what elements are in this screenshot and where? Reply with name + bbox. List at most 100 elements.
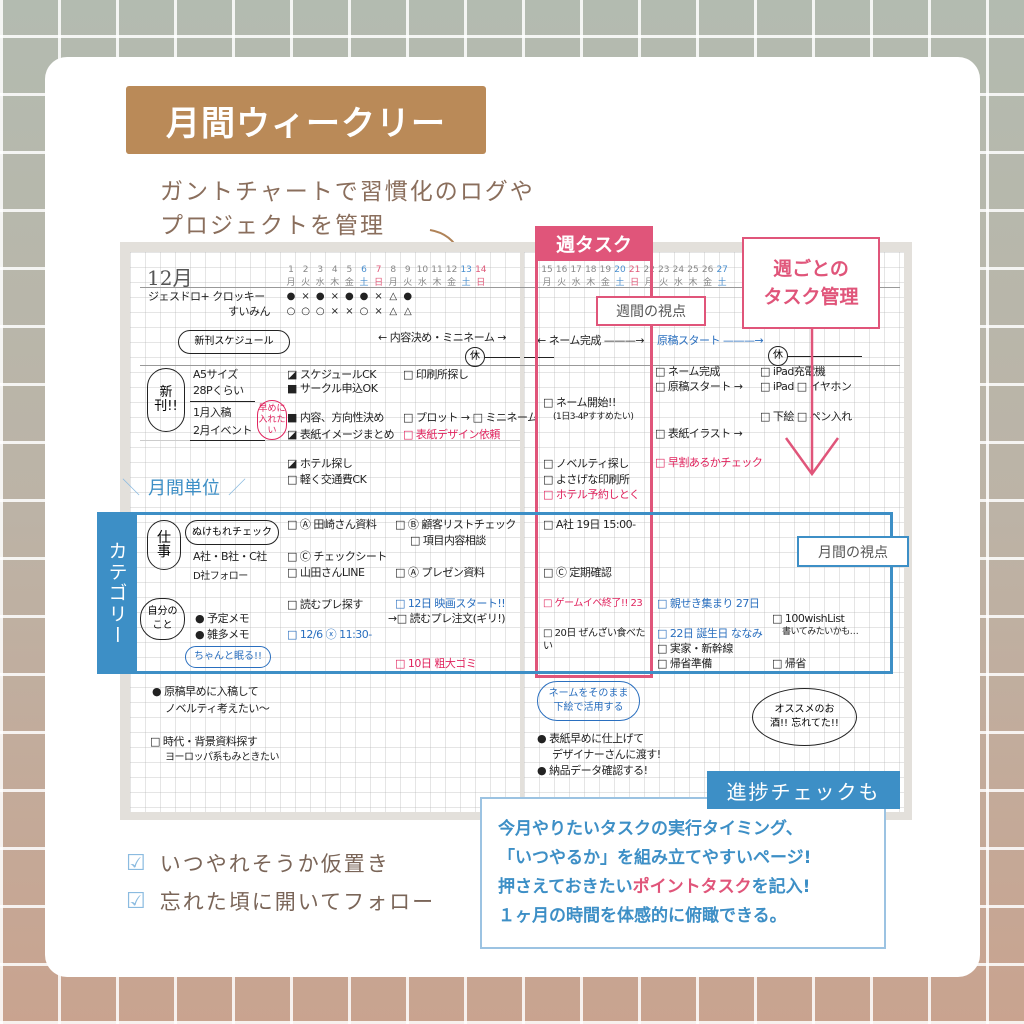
subtitle-line: プロジェクトを管理 bbox=[160, 213, 385, 239]
note: □ Ⓒ チェックシート bbox=[287, 550, 387, 563]
checklist-text: 忘れた頃に開いてフォロー bbox=[159, 890, 436, 914]
weekday: 木 bbox=[586, 278, 596, 288]
note: □ Ⓐ プレゼン資料 bbox=[395, 566, 485, 579]
note: □ 原稿スタート → bbox=[655, 380, 743, 393]
day-number: 5 bbox=[346, 265, 353, 275]
habit-mark: ○ bbox=[315, 306, 325, 317]
day-number: 21 bbox=[628, 265, 641, 275]
note: (1日3-4Pすすめたい) bbox=[553, 412, 634, 422]
check-icon: ☑ bbox=[126, 850, 148, 876]
weekday: 月 bbox=[388, 278, 398, 288]
divider bbox=[140, 365, 900, 366]
day-number: 25 bbox=[687, 265, 699, 275]
day-number: 17 bbox=[570, 265, 582, 275]
checklist-item: ☑ いつやれそうか仮置き bbox=[126, 848, 390, 878]
speech-bubble: 自分のこと bbox=[140, 598, 185, 640]
note: ● 原稿早めに入稿して bbox=[152, 685, 259, 698]
weekday: 日 bbox=[476, 278, 486, 288]
note: □ 山田さんLINE bbox=[287, 566, 365, 579]
category-label: カテゴリー bbox=[97, 512, 137, 674]
speech-bubble: 新刊スケジュール bbox=[178, 330, 290, 354]
note: □ ネーム完成 bbox=[655, 365, 721, 378]
weekday: 木 bbox=[330, 278, 340, 288]
note: □ Ⓐ 田崎さん資料 bbox=[287, 518, 377, 531]
underline bbox=[190, 401, 255, 402]
habit-mark: ● bbox=[286, 291, 296, 302]
habit-mark: △ bbox=[389, 306, 398, 317]
note: □ プロット → □ ミニネーム bbox=[403, 411, 538, 424]
holiday-mark: 休 bbox=[768, 346, 788, 366]
note: □ A社 19日 15:00- bbox=[543, 518, 636, 531]
habit-label: ジェスドロ+ クロッキー bbox=[148, 290, 265, 303]
note: □ ネーム開始!! bbox=[543, 396, 616, 409]
note: A社・B社・C社 bbox=[193, 550, 267, 563]
habit-mark: × bbox=[345, 306, 354, 317]
day-number: 9 bbox=[404, 265, 411, 275]
day-number: 6 bbox=[361, 265, 367, 275]
day-number: 4 bbox=[331, 265, 338, 275]
day-number: 18 bbox=[585, 265, 597, 275]
day-number: 7 bbox=[375, 265, 382, 275]
divider bbox=[140, 440, 520, 441]
checklist-text: いつやれそうか仮置き bbox=[159, 852, 390, 876]
day-number: 3 bbox=[317, 265, 324, 275]
note: □ 20日 ぜんざい食べたい bbox=[543, 628, 646, 652]
weekday: 月 bbox=[644, 278, 654, 288]
page-title: 月間ウィークリー bbox=[126, 86, 486, 154]
note: □ 12日 映画スタート!! bbox=[395, 597, 506, 610]
weekday: 日 bbox=[630, 278, 640, 288]
habit-mark: × bbox=[330, 306, 339, 317]
habit-mark: × bbox=[374, 291, 383, 302]
date-cell: 18 木 bbox=[584, 264, 598, 290]
monthly-unit-label: ＼ 月間単位 ／ bbox=[122, 474, 246, 500]
speech-bubble: 新刊!! bbox=[147, 368, 185, 432]
note: ノベルティ考えたい〜 bbox=[165, 702, 270, 715]
day-number: 13 bbox=[460, 265, 472, 275]
day-number: 1 bbox=[288, 265, 294, 275]
weekday: 金 bbox=[600, 278, 610, 288]
weekly-view-label: 週間の視点 bbox=[596, 296, 706, 326]
note: ◪ 表紙イメージまとめ bbox=[287, 428, 395, 441]
weekday: 金 bbox=[703, 278, 713, 288]
weekday: 火 bbox=[659, 278, 669, 288]
note: □ Ⓑ 顧客リストチェック bbox=[395, 518, 516, 531]
habit-mark: ● bbox=[315, 291, 325, 302]
day-number: 11 bbox=[431, 265, 443, 275]
down-arrow-icon bbox=[784, 326, 840, 477]
day-number: 14 bbox=[475, 265, 487, 275]
text: 押さえておきたい bbox=[498, 877, 633, 897]
check-icon: ☑ bbox=[126, 888, 148, 914]
weekday: 金 bbox=[447, 278, 457, 288]
day-number: 23 bbox=[658, 265, 670, 275]
note: □ 早割あるかチェック bbox=[655, 456, 763, 469]
slash-decoration: ／ bbox=[228, 478, 246, 499]
habit-label: すいみん bbox=[228, 305, 271, 318]
note: □ 22日 誕生日 ななみ bbox=[657, 627, 763, 640]
note: □ よさげな印刷所 bbox=[543, 473, 630, 486]
day-number: 10 bbox=[416, 265, 429, 275]
date-cell: 22 月 bbox=[642, 264, 656, 290]
day-number: 24 bbox=[672, 265, 685, 275]
weekday: 月 bbox=[286, 278, 296, 288]
speech-bubble: 仕事 bbox=[147, 520, 181, 570]
habit-mark: ● bbox=[403, 291, 413, 302]
day-number: 22 bbox=[643, 265, 655, 275]
note: □ 軽く交通費CK bbox=[287, 473, 367, 486]
habit-mark: × bbox=[330, 291, 339, 302]
weekday: 火 bbox=[557, 278, 567, 288]
note: デザイナーさんに渡す! bbox=[552, 748, 661, 761]
